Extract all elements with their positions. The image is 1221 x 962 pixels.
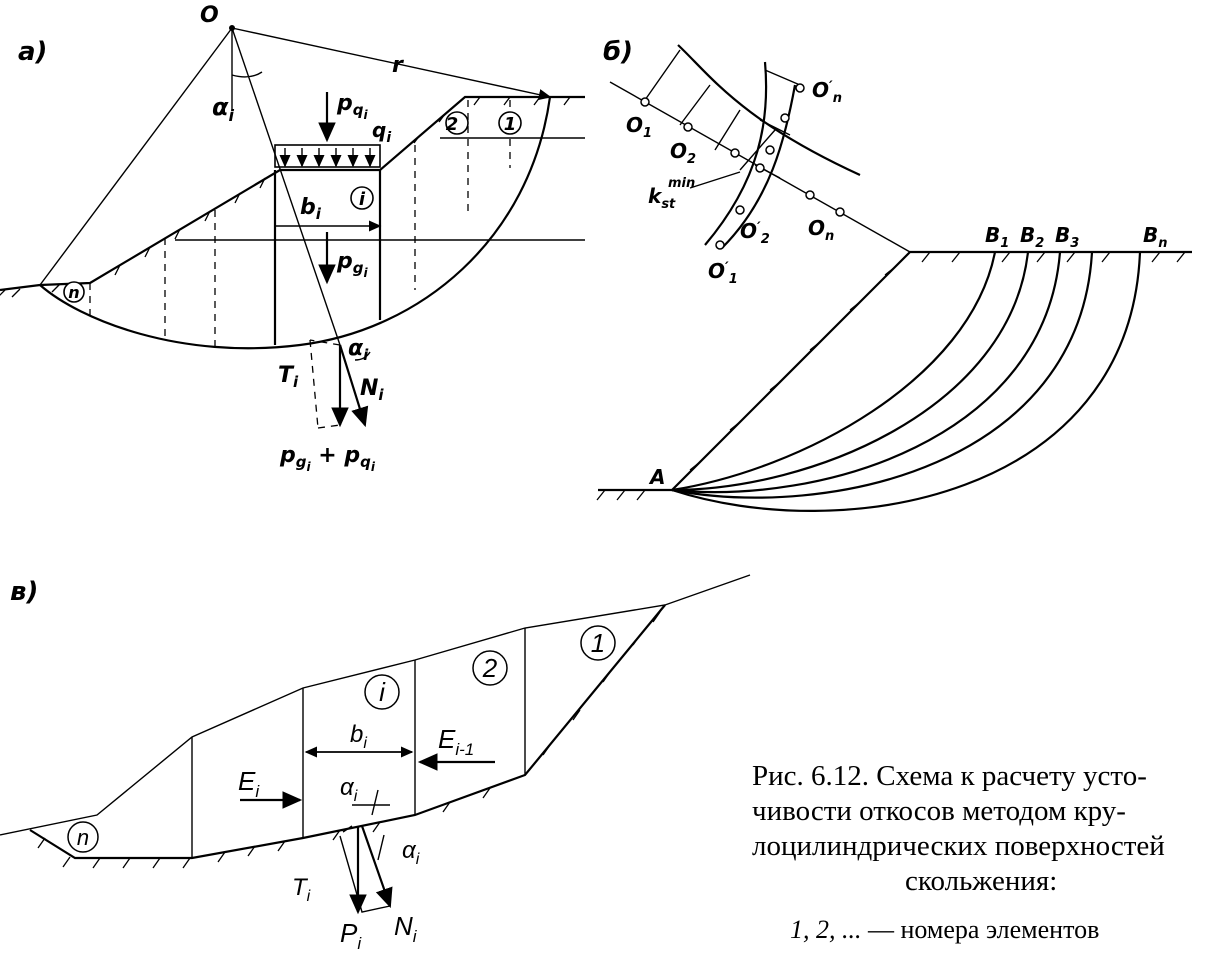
slice-1-marker [498,111,522,135]
bn-label: Bn [1143,223,1168,251]
panel-c-slip-surface [29,604,666,860]
panel-c-top-surface [0,574,751,836]
c-slice-i-label: i [379,677,386,707]
e-prev-label: Ei-1 [438,724,474,759]
c-slice-2-marker [472,650,508,686]
on-label: On [808,216,834,244]
panel-a-tag: а) [18,37,47,67]
o1p-label: O′1 [708,259,738,287]
center-point [229,25,235,31]
slice-n-marker [63,281,85,303]
sum-label: pgi + pqi [279,443,376,474]
panel-b-hatching [596,251,1186,501]
pi-label: Pi [340,918,362,953]
c-ni-label: Ni [394,911,418,946]
caption-line-3: лоцилиндрических поверхностей [752,830,1165,862]
kst-sup: min [668,176,695,191]
slice-i-marker [350,186,374,210]
c-slice-n-marker [67,821,99,853]
ni-arrow-c [360,825,393,909]
c-slice-2-label: 2 [482,653,498,683]
e-i-label: Ei [238,766,260,801]
ni-label: Ni [360,376,384,404]
radius-label: r [392,53,404,78]
alpha-label: αi [212,93,235,125]
panel-a-hatching [0,96,571,298]
panel-a-radius-left [39,27,233,286]
slice-2-label: 2 [446,114,459,135]
caption-line-1: Рис. 6.12. Схема к расчету усто- [752,760,1147,792]
c-slice-1-label: 1 [591,628,605,658]
alpha-low-label: αi [348,336,369,364]
caption-line-2: чивости откосов методом кру- [752,795,1126,827]
c-slice-1-marker [580,625,616,661]
panel-b-ground [598,250,1192,492]
o2-label: O2 [670,139,696,167]
stability-curve-3 [721,84,797,249]
distributed-load-arrows [279,148,376,168]
alpha-top-label: αi [340,774,358,805]
slice-n-label: n [68,283,79,302]
bi-label: bi [300,195,322,223]
c-slice-i-marker [364,674,400,710]
b2-label: B2 [1020,223,1044,251]
alpha-side-label: αi [402,837,420,868]
slice-i-label: i [359,189,366,210]
b3-label: B3 [1055,223,1079,251]
panel-c-tag: в) [10,577,38,607]
caption-line-4: скольжения: [905,865,1057,897]
stability-curve-1 [677,44,861,176]
panel-a-slip-arc [39,96,552,350]
b1-label: B1 [985,223,1009,251]
c-bi-label: bi [350,721,367,752]
panel-b-tag: б) [603,37,633,67]
pq-label: pqi [336,91,369,122]
c-slice-n-label: n [77,825,89,850]
figure-caption: Рис. 6.12. Схема к расчету усто- чивости… [752,760,1165,944]
panel-a: а) [0,3,585,474]
panel-c: в) [0,574,751,953]
pg-label: pgi [336,249,369,280]
panel-a-radius-r [231,27,552,101]
panel-a-alpha-arc [231,71,263,78]
center-label: O [200,3,219,28]
panel-c-hatching [37,611,661,869]
slice-1-label: 1 [504,114,517,135]
slip-arcs [671,251,1142,512]
o2p-label: O′2 [740,219,770,247]
slice-2-marker [445,111,469,135]
a-label: A [648,465,665,489]
panel-a-ground-line [0,95,585,292]
ti-label: Ti [278,363,299,391]
kst-label: kst [648,184,676,212]
onp-label: O′n [812,78,842,106]
qi-label: qi [372,118,391,146]
panel-a-radius-i [231,27,341,346]
panel-b: б) [596,37,1192,512]
caption-legend: 1, 2, ... — номера элементов [790,915,1099,944]
load-block [274,144,381,168]
c-ti-label: Ti [292,874,311,905]
normal-arrow [338,344,369,428]
o1-label: O1 [626,113,652,141]
centers-series [640,83,845,250]
